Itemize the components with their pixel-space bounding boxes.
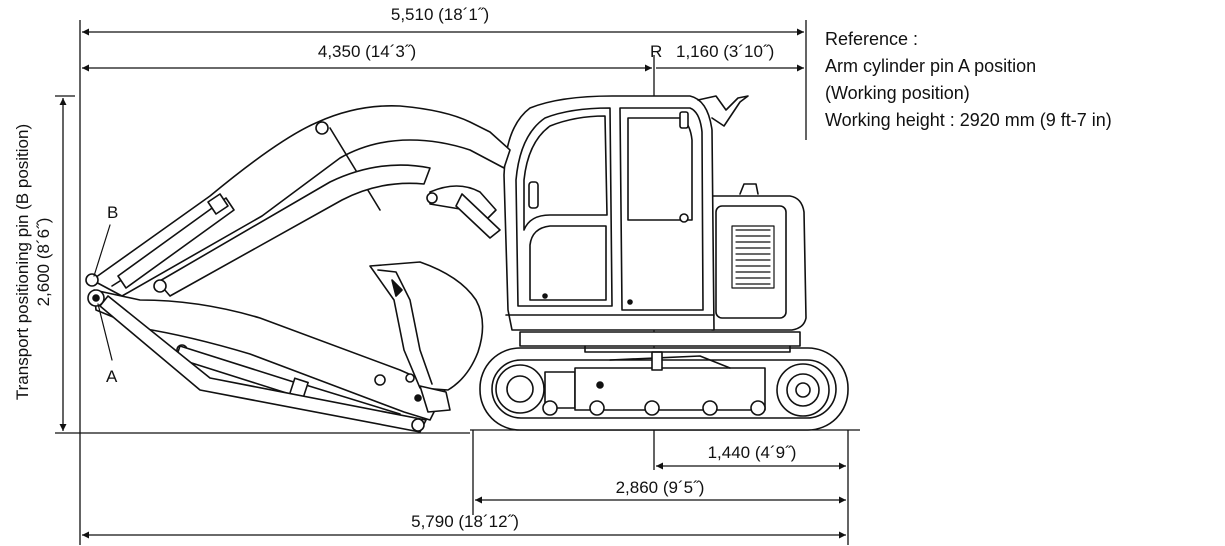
- engine-cover: [711, 183, 807, 331]
- dim-boom-length: 4,350 (14´3˝): [318, 42, 416, 61]
- dim-tail-radius: 1,160 (3´10˝): [676, 42, 774, 61]
- reference-heading: Reference :: [825, 29, 919, 49]
- boom-upper-link: [157, 164, 431, 297]
- arm: [85, 273, 446, 421]
- excavator-illustration: [85, 95, 849, 433]
- swing-bearing: [519, 331, 801, 347]
- dim-height: 2,600 (8´6˝): [34, 218, 53, 307]
- reference-note: Reference : Arm cylinder pin A position …: [825, 26, 1112, 134]
- pin-a-label: A: [106, 367, 118, 386]
- reference-line-working-position: (Working position): [825, 83, 970, 103]
- dimension-texts: 5,510 (18´1˝) 4,350 (14´3˝) R 1,160 (3´1…: [13, 5, 796, 531]
- bucket: [369, 261, 484, 413]
- arm-cylinder: [426, 185, 501, 239]
- dim-tail-radius-label: R: [650, 42, 662, 61]
- dim-rear-to-center: 1,440 (4´9˝): [708, 443, 797, 462]
- dim-track-length: 2,860 (9´5˝): [616, 478, 705, 497]
- reference-line-working-height: Working height : 2920 mm (9 ft-7 in): [825, 110, 1112, 130]
- reference-line-arm-cylinder: Arm cylinder pin A position: [825, 56, 1037, 76]
- pin-b-label: B: [107, 203, 118, 222]
- operator-cab: [503, 95, 749, 331]
- boom-cylinder: [117, 193, 235, 289]
- crawler-track: [479, 347, 849, 431]
- dim-overall-top: 5,510 (18´1˝): [391, 5, 489, 24]
- dim-overall-bottom: 5,790 (18´12˝): [411, 512, 519, 531]
- transport-pin-label: Transport positioning pin (B position): [13, 124, 32, 400]
